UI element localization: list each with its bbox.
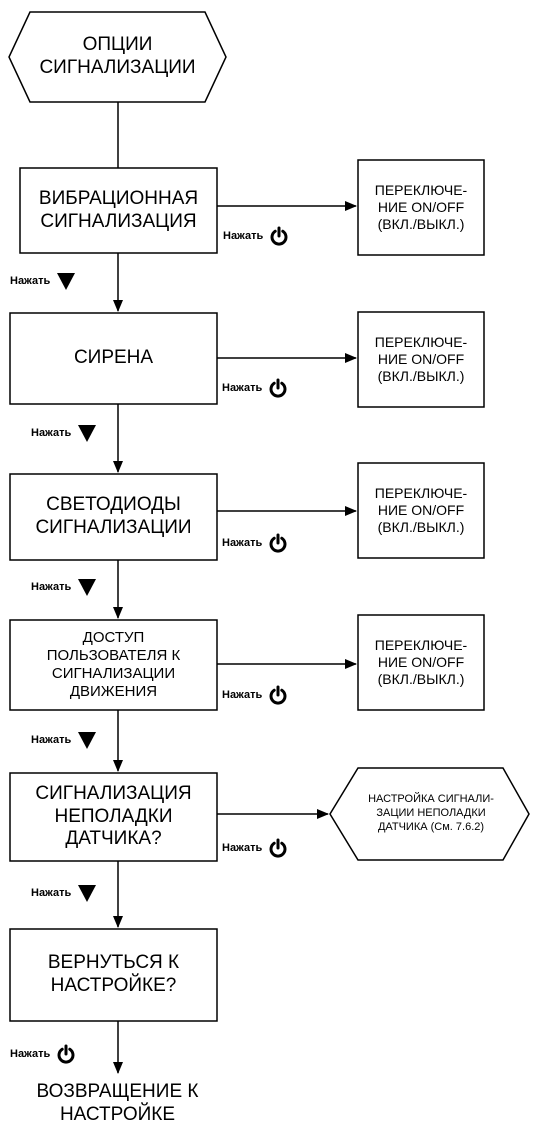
step-label-siren: СИРЕНА <box>73 347 154 369</box>
power-icon <box>268 378 288 398</box>
action-label: ПЕРЕКЛЮЧЕ- НИЕ ON/OFF (ВКЛ./ВЫКЛ.) <box>374 485 468 535</box>
power-icon <box>268 685 288 705</box>
down-triangle-icon <box>77 423 97 443</box>
down-triangle-icon <box>77 577 97 597</box>
action-box <box>357 159 485 256</box>
press-label: Нажать <box>10 275 51 287</box>
power-icon <box>56 1044 76 1064</box>
action-label: ПЕРЕКЛЮЧЕ- НИЕ ON/OFF (ВКЛ./ВЫКЛ.) <box>374 334 468 384</box>
action-label: ПЕРЕКЛЮЧЕ- НИЕ ON/OFF (ВКЛ./ВЫКЛ.) <box>374 182 468 232</box>
action-box <box>357 462 485 559</box>
step-label-leds: СВЕТОДИОДЫ СИГНАЛИЗАЦИИ <box>35 494 192 538</box>
press-power-note: Нажать <box>223 226 289 246</box>
press-label: Нажать <box>31 887 72 899</box>
step-box-return <box>9 928 218 1022</box>
press-label: Нажать <box>223 230 264 242</box>
step-box-vibration <box>19 167 218 254</box>
action-hexagon <box>329 767 530 861</box>
start-hexagon <box>8 11 227 103</box>
press-power-note: Нажать <box>222 838 288 858</box>
start-label: ОПЦИИ СИГНАЛИЗАЦИИ <box>39 34 196 78</box>
press-down-note: Нажать <box>31 577 97 597</box>
down-triangle-icon <box>77 883 97 903</box>
press-down-note: Нажать <box>31 730 97 750</box>
press-power-note: Нажать <box>222 533 288 553</box>
step-label-vibration: ВИБРАЦИОННАЯ СИГНАЛИЗАЦИЯ <box>38 187 199 232</box>
down-triangle-icon <box>56 271 76 291</box>
end-label: ВОЗВРАЩЕНИЕ К НАСТРОЙКЕ <box>36 1081 199 1125</box>
press-label: Нажать <box>31 581 72 593</box>
power-icon <box>268 533 288 553</box>
down-triangle-icon <box>77 730 97 750</box>
step-label-return: ВЕРНУТЬСЯ К НАСТРОЙКЕ? <box>47 952 180 996</box>
action-box <box>357 311 485 408</box>
press-down-note: Нажать <box>31 423 97 443</box>
step-box-sensor-fault <box>9 772 218 862</box>
step-label-motion-access: ДОСТУП ПОЛЬЗОВАТЕЛЯ К СИГНАЛИЗАЦИИ ДВИЖЕ… <box>46 629 181 700</box>
press-label: Нажать <box>31 427 72 439</box>
press-label: Нажать <box>222 689 263 701</box>
press-power-note: Нажать <box>10 1044 76 1064</box>
action-label-sensor-fault: НАСТРОЙКА СИГНАЛИ- ЗАЦИИ НЕПОЛАДКИ ДАТЧИ… <box>368 793 494 833</box>
press-label: Нажать <box>222 382 263 394</box>
step-box-leds <box>9 473 218 561</box>
power-icon <box>269 226 289 246</box>
press-label: Нажать <box>222 842 263 854</box>
press-down-note: Нажать <box>10 271 76 291</box>
press-power-note: Нажать <box>222 685 288 705</box>
action-box <box>357 614 485 711</box>
press-label: Нажать <box>10 1048 51 1060</box>
press-label: Нажать <box>222 537 263 549</box>
press-label: Нажать <box>31 734 72 746</box>
step-box-motion-access <box>9 619 218 711</box>
action-label: ПЕРЕКЛЮЧЕ- НИЕ ON/OFF (ВКЛ./ВЫКЛ.) <box>374 637 468 687</box>
power-icon <box>268 838 288 858</box>
step-label-sensor-fault: СИГНАЛИЗАЦИЯ НЕПОЛАДКИ ДАТЧИКА? <box>35 782 192 850</box>
press-power-note: Нажать <box>222 378 288 398</box>
press-down-note: Нажать <box>31 883 97 903</box>
